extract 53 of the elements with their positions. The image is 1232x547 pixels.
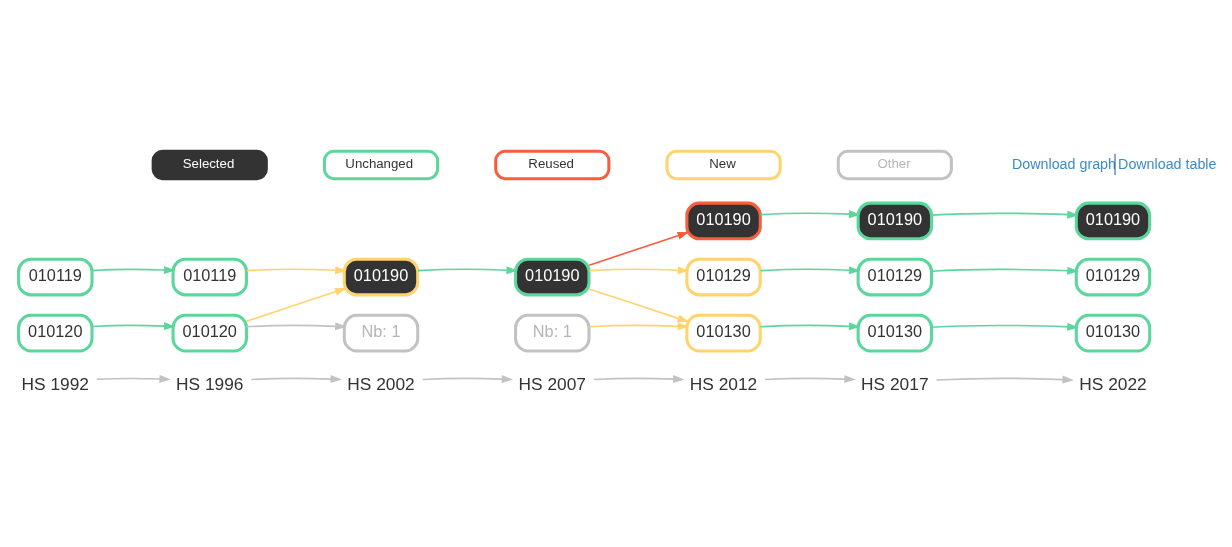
- legend-label: Selected: [182, 155, 235, 171]
- node-box: 010120: [17, 313, 94, 352]
- node-box: 010190: [514, 257, 591, 296]
- label: Download graph: [1012, 155, 1116, 172]
- node-text: HS 2017: [861, 373, 929, 394]
- node-text: HS 2002: [347, 373, 415, 394]
- arrow: [588, 287, 690, 322]
- node-box: Nb: 1: [514, 313, 591, 352]
- node-text: HS 2007: [518, 373, 586, 394]
- node-box: 010120: [171, 313, 248, 352]
- arrow: [759, 321, 861, 330]
- node-box: 010190: [342, 257, 420, 296]
- node-box: 010130: [685, 313, 762, 352]
- arrow: [421, 374, 514, 383]
- arrow: [588, 265, 690, 274]
- node-box: 010119: [171, 257, 248, 296]
- node-box: 010190: [685, 201, 762, 240]
- node-box: 010190: [1074, 201, 1152, 240]
- arrow: [935, 375, 1074, 384]
- arrow: [593, 374, 685, 383]
- arrow: [930, 210, 1079, 219]
- arrow: [417, 265, 518, 274]
- arrow: [250, 374, 342, 383]
- node-box: 010130: [856, 313, 934, 352]
- legend-label: Unchanged: [345, 155, 414, 171]
- arrow: [759, 209, 861, 218]
- legend-label: New: [709, 155, 736, 171]
- label: Download table: [1118, 155, 1217, 172]
- arrow: [930, 266, 1079, 275]
- node-text: HS 2022: [1079, 373, 1147, 394]
- node-text: HS 2012: [689, 373, 758, 394]
- arrow: [588, 321, 690, 330]
- node-box: 010130: [1074, 313, 1152, 352]
- arrow: [95, 374, 171, 383]
- legend-label: Other: [877, 155, 911, 171]
- arrow: [588, 231, 690, 266]
- arrow: [91, 265, 176, 274]
- node-box: 010129: [856, 257, 934, 296]
- arrow: [930, 322, 1079, 331]
- arrow: [245, 287, 347, 322]
- node-box: 010119: [17, 257, 94, 296]
- node-box: 010129: [1074, 257, 1152, 296]
- legend-label: Reused: [528, 155, 574, 171]
- arrow: [245, 265, 347, 274]
- arrow: [759, 265, 861, 274]
- arrow: [91, 321, 176, 330]
- arrow: [764, 374, 856, 383]
- arrow: [245, 321, 347, 330]
- node-text: HS 1996: [176, 373, 244, 394]
- node-box: 010129: [685, 257, 762, 296]
- node-text: HS 1992: [21, 373, 90, 394]
- node-box: 010190: [856, 201, 934, 240]
- node-box: Nb: 1: [342, 313, 420, 352]
